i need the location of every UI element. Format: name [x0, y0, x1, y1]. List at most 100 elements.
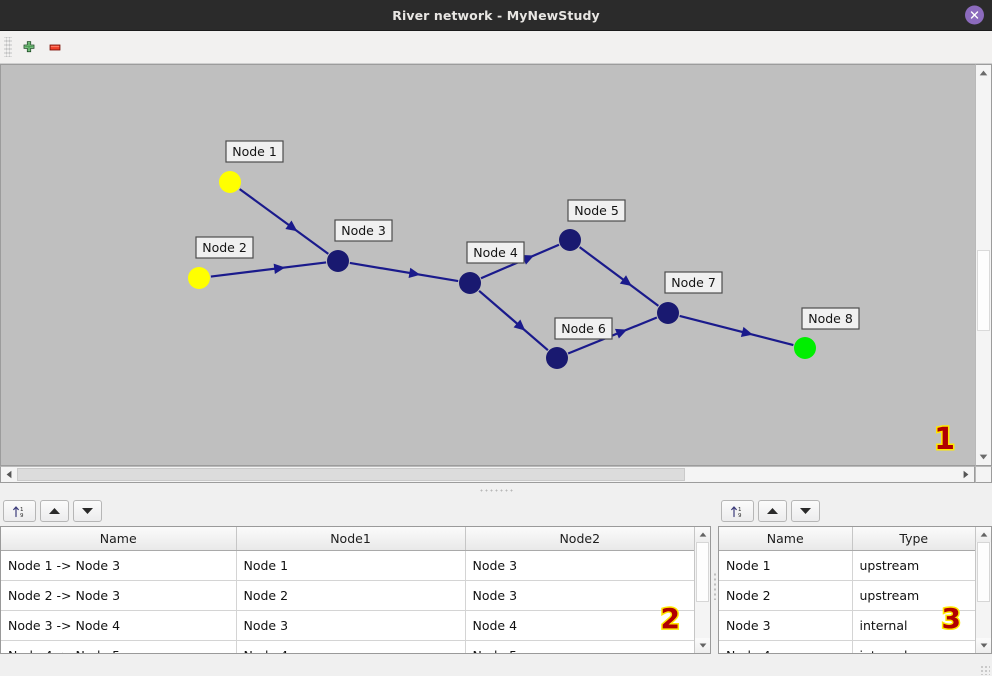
- graph-node-Node5[interactable]: [559, 229, 581, 251]
- graph-node-Node4[interactable]: [459, 272, 481, 294]
- toolbar-drag-handle[interactable]: [4, 37, 12, 57]
- table-cell[interactable]: Node 2 -> Node 3: [1, 580, 237, 611]
- reaches-col-node1[interactable]: Node1: [236, 527, 466, 551]
- nodes-move-up-button[interactable]: [758, 500, 787, 522]
- scroll-down-button[interactable]: [976, 449, 991, 465]
- table-cell[interactable]: Node 4 -> Node 5: [1, 640, 237, 653]
- table-cell[interactable]: Node 5: [465, 640, 694, 653]
- reaches-scroll-down-button[interactable]: [695, 638, 710, 653]
- table-cell[interactable]: Node 3: [465, 550, 694, 581]
- add-node-button[interactable]: [16, 35, 42, 59]
- graph-node-label-Node7[interactable]: Node 7: [664, 271, 723, 294]
- reaches-vscroll-track[interactable]: [695, 542, 710, 638]
- reaches-vscroll-thumb[interactable]: [696, 542, 709, 602]
- table-cell[interactable]: Node 3: [236, 610, 466, 641]
- graph-node-label-Node6[interactable]: Node 6: [554, 317, 613, 340]
- table-cell[interactable]: Node 3 -> Node 4: [1, 610, 237, 641]
- table-cell[interactable]: Node 1: [719, 550, 853, 581]
- table-cell[interactable]: internal: [852, 640, 975, 653]
- graph-node-label-Node3[interactable]: Node 3: [334, 219, 393, 242]
- table-cell[interactable]: Node 4: [719, 640, 853, 653]
- nodes-vscroll-track[interactable]: [976, 542, 991, 638]
- table-cell[interactable]: internal: [852, 610, 975, 641]
- graph-vscroll-track[interactable]: [976, 81, 991, 449]
- vertical-splitter[interactable]: [711, 496, 718, 676]
- reaches-sort-button[interactable]: 1 9: [3, 500, 36, 522]
- nodes-col-name[interactable]: Name: [719, 527, 853, 551]
- graph-hscroll-thumb[interactable]: [17, 468, 686, 481]
- graph-node-Node2[interactable]: [188, 267, 210, 289]
- graph-node-Node8[interactable]: [794, 337, 816, 359]
- graph-node-label-Node8[interactable]: Node 8: [801, 307, 860, 330]
- table-cell[interactable]: Node 1 -> Node 3: [1, 550, 237, 581]
- graph-hscroll-track[interactable]: [17, 467, 958, 482]
- nodes-scroll-down-button[interactable]: [976, 638, 991, 653]
- bottom-panels: 1 9: [0, 496, 992, 676]
- graph-horizontal-scrollbar[interactable]: [0, 466, 975, 483]
- graph-node-Node3[interactable]: [327, 250, 349, 272]
- chevron-down-icon: [699, 643, 706, 648]
- table-cell[interactable]: Node 2: [719, 580, 853, 611]
- reaches-vertical-scrollbar[interactable]: [694, 527, 710, 653]
- graph-vscroll-thumb[interactable]: [977, 250, 990, 332]
- graph-edge-Node3-to-Node4[interactable]: [349, 261, 459, 283]
- graph-node-Node7[interactable]: [657, 302, 679, 324]
- graph-node-label-Node5[interactable]: Node 5: [567, 199, 626, 222]
- scroll-right-button[interactable]: [958, 467, 974, 482]
- graph-node-Node6[interactable]: [546, 347, 568, 369]
- table-cell[interactable]: Node 2: [236, 580, 466, 611]
- table-cell[interactable]: Node 4: [236, 640, 466, 653]
- nodes-vscroll-thumb[interactable]: [977, 542, 990, 602]
- table-cell[interactable]: Node 3: [719, 610, 853, 641]
- table-cell[interactable]: Node 4: [465, 610, 694, 641]
- nodes-vertical-scrollbar[interactable]: [975, 527, 991, 653]
- nodes-col-type[interactable]: Type: [852, 527, 975, 551]
- graph-node-label-Node4[interactable]: Node 4: [466, 241, 525, 264]
- scroll-up-button[interactable]: [976, 65, 991, 81]
- reaches-col-name[interactable]: Name: [1, 527, 237, 551]
- nodes-move-down-button[interactable]: [791, 500, 820, 522]
- graph-edge-Node7-to-Node8[interactable]: [679, 314, 794, 347]
- graph-edge-Node2-to-Node3[interactable]: [210, 261, 327, 278]
- reaches-move-down-button[interactable]: [73, 500, 102, 522]
- reaches-col-node2[interactable]: Node2: [465, 527, 694, 551]
- graph-node-Node1[interactable]: [219, 171, 241, 193]
- nodes-sort-button[interactable]: 1 9: [721, 500, 754, 522]
- table-cell[interactable]: Node 3: [465, 580, 694, 611]
- network-graph-canvas-container[interactable]: Node 1 Node 2 Node 3 Node 4 Node 5 Node 6 Node…: [0, 64, 975, 466]
- river-network-diagram[interactable]: Node 1 Node 2 Node 3 Node 4 Node 5 Node 6 Node…: [1, 65, 959, 465]
- graph-node-label-Node2[interactable]: Node 2: [195, 236, 254, 259]
- reaches-move-up-button[interactable]: [40, 500, 69, 522]
- nodes-scroll-up-button[interactable]: [976, 527, 991, 542]
- close-window-button[interactable]: [965, 5, 984, 25]
- graph-edge-Node1-to-Node3[interactable]: [239, 188, 329, 255]
- graph-edge-Node4-to-Node6[interactable]: [478, 290, 549, 351]
- reaches-scroll-up-button[interactable]: [695, 527, 710, 542]
- main-toolbar: [0, 31, 992, 64]
- table-row[interactable]: Node 4internal: [719, 640, 975, 653]
- table-cell[interactable]: upstream: [852, 580, 975, 611]
- scroll-left-button[interactable]: [1, 467, 17, 482]
- remove-node-button[interactable]: [42, 35, 68, 59]
- graph-node-label-Node1[interactable]: Node 1: [225, 140, 284, 163]
- graph-edge-Node5-to-Node7[interactable]: [578, 246, 660, 307]
- table-cell[interactable]: Node 1: [236, 550, 466, 581]
- horizontal-splitter[interactable]: [0, 483, 992, 496]
- graph-vertical-scrollbar[interactable]: [975, 64, 992, 466]
- window-resize-grip[interactable]: [980, 665, 990, 675]
- table-cell[interactable]: upstream: [852, 550, 975, 581]
